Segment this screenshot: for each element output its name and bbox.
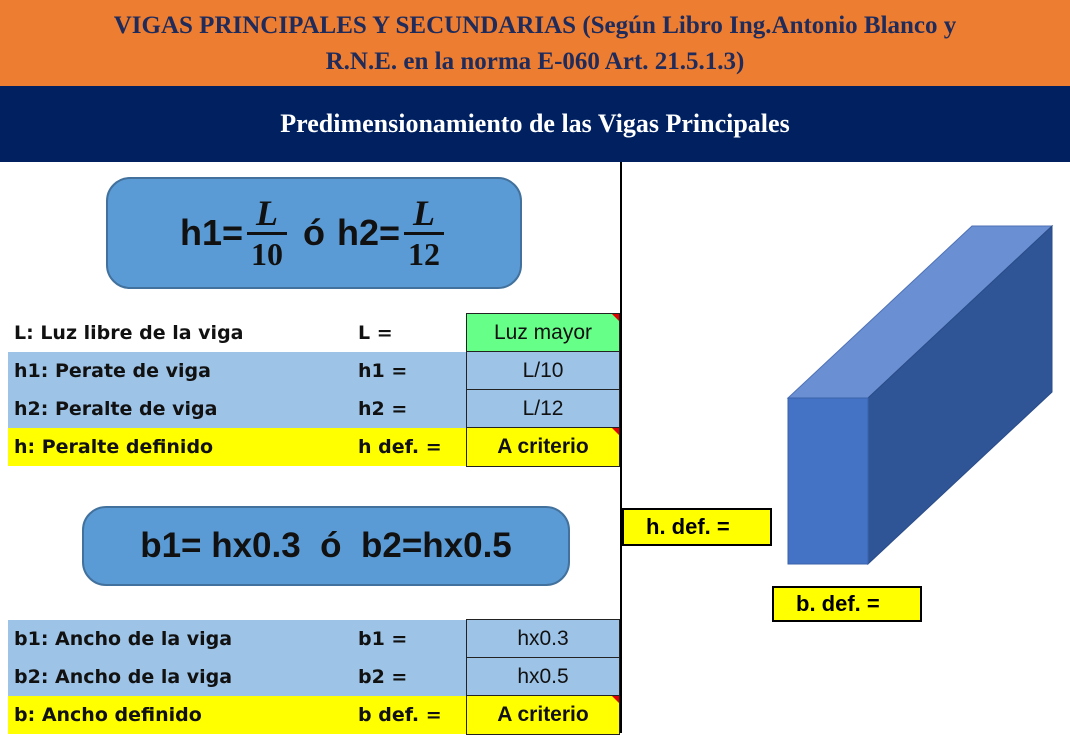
row-symbol: L =	[358, 322, 393, 344]
row-symbol: h2 =	[358, 398, 408, 420]
b-def-label-box: b. def. =	[772, 586, 922, 622]
row-b-def: b: Ancho definido b def. = A criterio	[8, 695, 620, 735]
b-def-label: b. def. =	[796, 591, 880, 616]
formula-h1-denominator: 10	[247, 231, 287, 273]
h-def-label-box: h. def. =	[622, 508, 772, 546]
row-luz-libre: L: Luz libre de la viga L = Luz mayor	[8, 313, 620, 353]
sheet-title: VIGAS PRINCIPALES Y SECUNDARIAS (Según L…	[0, 0, 1070, 86]
formula-h2-numerator: L	[413, 192, 436, 233]
formula-h-box[interactable]: h1= L 10 ó h2= L 12	[106, 177, 522, 289]
cell-value: L/10	[522, 359, 564, 382]
row-symbol: b2 =	[358, 666, 408, 688]
formula-h2-fraction: L 12	[404, 192, 445, 273]
formula-h1-prefix: h1=	[179, 212, 243, 253]
row-b1: b1: Ancho de la viga b1 = hx0.3	[8, 619, 620, 659]
sheet-title-line1: VIGAS PRINCIPALES Y SECUNDARIAS (Según L…	[113, 12, 957, 39]
comment-marker-icon[interactable]	[612, 696, 619, 703]
section-subtitle: Predimensionamiento de las Vigas Princip…	[0, 86, 1070, 162]
cell-value: hx0.5	[517, 665, 569, 688]
beam-front-face	[787, 397, 869, 565]
formula-h2-denominator: 12	[404, 231, 445, 273]
row-symbol: b1 =	[358, 628, 408, 650]
row-label: b1: Ancho de la viga	[14, 628, 233, 650]
h2-cell[interactable]: L/12	[466, 389, 620, 429]
comment-marker-icon[interactable]	[612, 314, 619, 321]
formula-b-text: b1= hx0.3 ó b2=hx0.5	[140, 526, 512, 565]
h-def-cell[interactable]: A criterio	[466, 427, 620, 467]
formula-h2-prefix: h2=	[337, 212, 401, 253]
h-def-label: h. def. =	[646, 514, 730, 539]
formula-h-or: ó	[303, 212, 325, 253]
b2-cell[interactable]: hx0.5	[466, 657, 620, 697]
formula-h1-numerator: L	[256, 192, 278, 233]
cell-value: L/12	[522, 397, 564, 420]
comment-marker-icon[interactable]	[612, 428, 619, 435]
cell-value: Luz mayor	[493, 321, 593, 344]
row-label: h2: Peralte de viga	[14, 398, 218, 420]
formula-b-box[interactable]: b1= hx0.3 ó b2=hx0.5	[82, 506, 570, 586]
row-h-def: h: Peralte definido h def. = A criterio	[8, 427, 620, 467]
h1-cell[interactable]: L/10	[466, 351, 620, 391]
cell-value: A criterio	[497, 435, 589, 458]
cell-value: A criterio	[497, 703, 589, 726]
row-label: b2: Ancho de la viga	[14, 666, 233, 688]
row-symbol: h1 =	[358, 360, 408, 382]
beam-3d-diagram	[786, 224, 1054, 566]
row-label: h1: Perate de viga	[14, 360, 211, 382]
row-label: L: Luz libre de la viga	[14, 322, 244, 344]
column-divider	[620, 162, 622, 733]
sheet-title-line2: R.N.E. en la norma E-060 Art. 21.5.1.3)	[325, 48, 745, 75]
row-label: h: Peralte definido	[14, 436, 214, 458]
b-def-cell[interactable]: A criterio	[466, 695, 620, 735]
row-symbol: h def. =	[358, 436, 442, 458]
row-b2: b2: Ancho de la viga b2 = hx0.5	[8, 657, 620, 697]
b1-cell[interactable]: hx0.3	[466, 619, 620, 659]
row-label: b: Ancho definido	[14, 704, 202, 726]
formula-h1-fraction: L 10	[247, 194, 287, 273]
luz-mayor-cell[interactable]: Luz mayor	[466, 313, 620, 353]
row-h2: h2: Peralte de viga h2 = L/12	[8, 389, 620, 429]
row-h1: h1: Perate de viga h1 = L/10	[8, 351, 620, 391]
row-symbol: b def. =	[358, 704, 442, 726]
cell-value: hx0.3	[517, 627, 569, 650]
